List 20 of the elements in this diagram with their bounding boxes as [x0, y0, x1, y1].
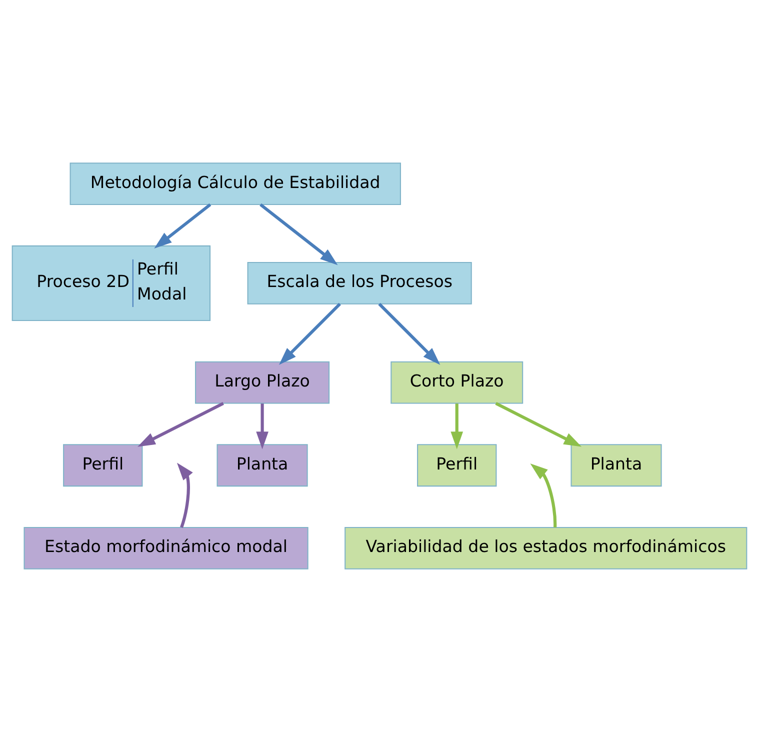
arrow [530, 463, 557, 528]
node-box: Escala de los Procesos [247, 262, 472, 304]
node-box: Estado morfodinámico modal [24, 526, 308, 570]
arrow [154, 203, 212, 248]
arrow [450, 404, 464, 450]
node-box: Corto Plazo [390, 361, 524, 404]
node-box: Perfil [63, 444, 143, 487]
arrow [138, 402, 224, 447]
arrow [260, 203, 338, 266]
arrow [278, 302, 341, 365]
arrow [378, 302, 440, 365]
node-box: Perfil [417, 444, 497, 487]
node-box: Variabilidad de los estados morfodinámicos [344, 526, 748, 570]
arrow [495, 402, 582, 447]
node-box: Planta [216, 444, 308, 487]
arrow [176, 462, 193, 528]
node-box: Metodología Cálculo de Estabilidad [70, 162, 401, 206]
arrow [256, 404, 268, 450]
node-box: Planta [570, 444, 662, 487]
node-box: Largo Plazo [195, 361, 330, 404]
